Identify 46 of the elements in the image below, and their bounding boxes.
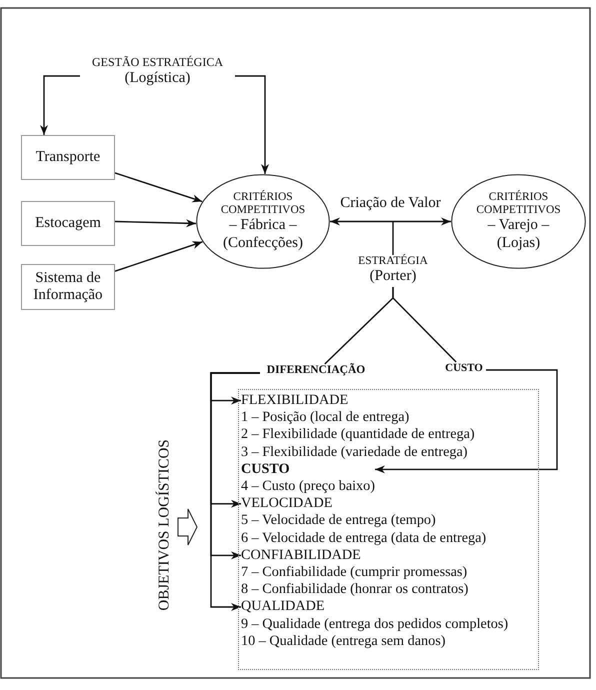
subheading-text: (Porter) (370, 268, 416, 286)
ellipse-heading: CRITÉRIOS COMPETITIVOS (475, 191, 562, 218)
category-heading: FLEXIBILIDADE (241, 392, 348, 410)
heading-text: CUSTO (442, 362, 486, 378)
category-heading: QUALIDADE (241, 598, 325, 616)
subheading-text: (Logística) (124, 70, 190, 88)
heading-text: GESTÃO ESTRATÉGICA (92, 56, 223, 70)
list-item: 3 – Flexibilidade (variedade de entrega) (241, 444, 468, 461)
connector-line (392, 287, 457, 362)
heading-text: DIFERENCIAÇÃO (260, 364, 372, 381)
category-heading: CONFIABILIDADE (241, 546, 361, 564)
list-item: 6 – Velocidade de entrega (data de entrega) (241, 530, 486, 547)
arrow (374, 369, 558, 474)
category-heading: VELOCIDADE (241, 495, 332, 512)
heading-text: ESTRATÉGIA (358, 255, 428, 268)
box-label: Sistema de Informação (32, 270, 104, 304)
ellipse-heading: CRITÉRIOS COMPETITIVOS (220, 191, 306, 218)
list-item: 5 – Velocidade de entrega (tempo) (241, 512, 436, 530)
process-box (21, 135, 115, 180)
box-label: Transporte (36, 148, 100, 166)
arrow (210, 372, 260, 611)
list-item: 4 – Custo (preço baixo) (241, 478, 375, 496)
connector-line (392, 222, 394, 255)
arrow (330, 218, 451, 226)
box-label: Estocagem (35, 214, 101, 232)
arrow (40, 75, 80, 135)
category-heading: CUSTO (241, 460, 290, 478)
criteria-ellipse (451, 174, 586, 269)
ellipse-label: – Fábrica – (Confecções) (222, 217, 304, 252)
ellipse-label: – Varejo – (Lojas) (486, 217, 550, 252)
list-item: 8 – Confiabilidade (honrar os contratos) (241, 581, 468, 598)
vertical-label: OBJETIVOS LOGÍSTICOS (156, 439, 174, 611)
list-item: 9 – Qualidade (entrega dos pedidos completos) (241, 616, 508, 633)
list-item: 10 – Qualidade (entrega sem danos) (241, 632, 446, 650)
process-box (21, 264, 115, 310)
arrow (114, 241, 203, 272)
process-box (21, 201, 115, 246)
criteria-ellipse (196, 174, 330, 269)
objectives-frame (238, 389, 539, 670)
arrow (114, 172, 202, 202)
list-item: 1 – Posição (local de entrega) (241, 409, 410, 426)
arrow (235, 75, 269, 174)
arrow (114, 219, 196, 228)
list-item: 7 – Confiabilidade (cumprir promessas) (241, 564, 468, 582)
list-item: 2 – Flexibilidade (quantidade de entrega) (241, 426, 475, 444)
edge-label: Criação de Valor (338, 194, 443, 212)
